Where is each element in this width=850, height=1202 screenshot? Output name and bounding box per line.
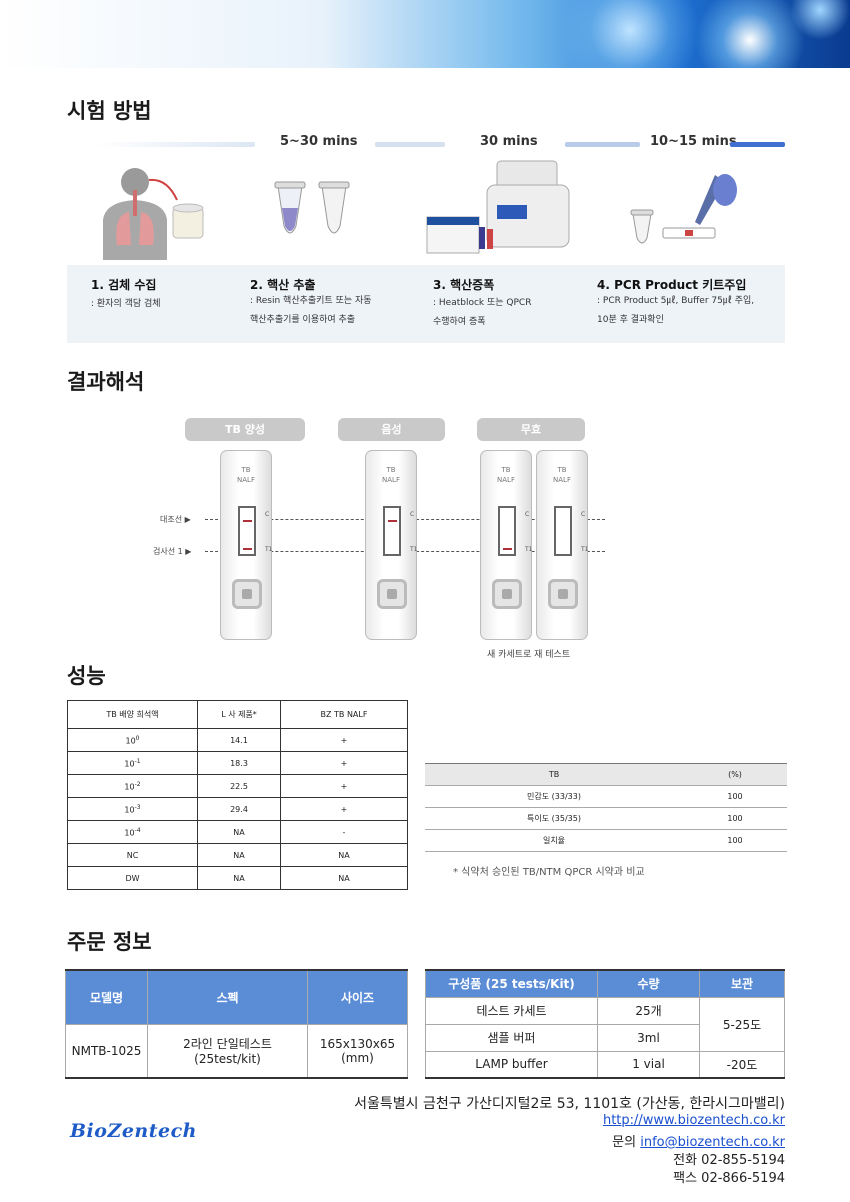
control-line-label: 대조선 ▶: [160, 515, 191, 524]
step-title: 1. 검체 수집: [91, 278, 157, 292]
order-model-table: 모델명 스펙 사이즈 NMTB-1025 2라인 단일테스트(25test/ki…: [65, 969, 408, 1079]
contact-line: 문의 info@biozentech.co.kr: [612, 1135, 785, 1150]
patient-lung-illustration: [103, 168, 204, 260]
company-logo: BioZentech: [70, 1120, 197, 1142]
section-title-performance: 성능: [67, 664, 106, 688]
duration-bar: [375, 142, 445, 147]
table-row: NMTB-1025 2라인 단일테스트(25test/kit) 165x130x…: [65, 1023, 408, 1079]
section-title-result: 결과해석: [67, 370, 145, 394]
result-pill-invalid: 무효: [477, 418, 585, 441]
step-title: 3. 핵산증폭: [433, 278, 495, 292]
duration-label: 5~30 mins: [280, 134, 358, 149]
duration-bar: [565, 142, 640, 147]
website-link[interactable]: http://www.biozentech.co.kr: [602, 1113, 785, 1128]
result-pill-positive: TB 양성: [185, 418, 305, 441]
test-line-label: 검사선 1 ▶: [153, 547, 192, 556]
header-banner: [0, 0, 850, 68]
fax: 팩스 02-866-5194: [673, 1171, 785, 1186]
email-link[interactable]: info@biozentech.co.kr: [640, 1135, 785, 1150]
step-title: 4. PCR Product 키트주입: [597, 278, 747, 292]
phone: 전화 02-855-5194: [673, 1153, 785, 1168]
sample-well: [232, 579, 262, 609]
step-desc: : 환자의 객담 검체: [91, 299, 161, 309]
tube-illustration: [274, 181, 350, 234]
steps-panel: [67, 265, 785, 343]
website-line: http://www.biozentech.co.kr: [603, 1113, 785, 1128]
duration-bar: [95, 142, 255, 147]
sample-well: [492, 579, 522, 609]
sample-well: [548, 579, 578, 609]
table-row: 민감도 (33/33)100: [425, 785, 787, 808]
pcr-machine-illustration: [426, 160, 570, 254]
result-pill-negative: 음성: [338, 418, 445, 441]
address: 서울특별시 금천구 가산디지털2로 53, 1101호 (가산동, 한라시그마밸…: [354, 1096, 785, 1112]
table-row: 특이도 (35/35)100: [425, 807, 787, 830]
duration-bar: [730, 142, 785, 147]
duration-label: 30 mins: [480, 134, 538, 149]
retest-note: 새 카세트로 재 테스트: [487, 650, 571, 660]
sample-well: [377, 579, 407, 609]
pipette-illustration: [630, 174, 737, 244]
duration-label: 10~15 mins: [650, 134, 737, 149]
section-title-order: 주문 정보: [67, 930, 152, 954]
section-title-method: 시험 방법: [67, 99, 152, 123]
step-desc: : PCR Product 5㎕, Buffer 75㎕ 주입,10분 후 결과…: [597, 296, 755, 325]
tb-table-note: * 식약처 승인된 TB/NTM QPCR 시약과 비교: [453, 867, 645, 878]
step-title: 2. 핵산 추출: [250, 278, 316, 292]
